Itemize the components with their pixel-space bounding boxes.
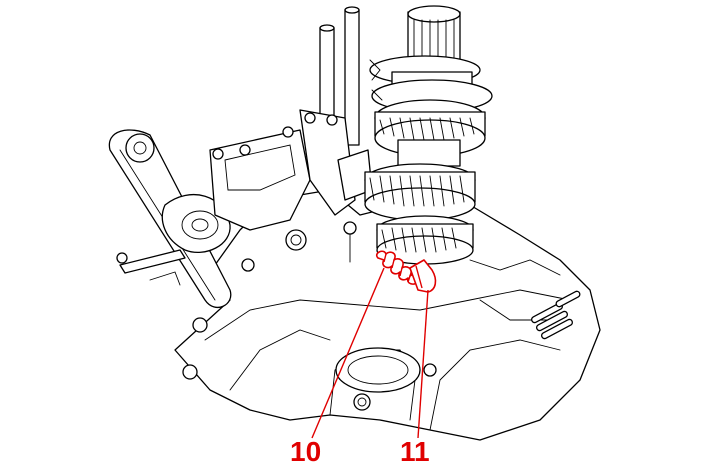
selector-lever	[108, 129, 232, 333]
gear-cluster	[364, 5, 493, 265]
selector-housing	[209, 126, 357, 272]
leader-line-10	[311, 267, 385, 439]
callout-label-10: 10	[290, 436, 322, 467]
leader-line-11	[417, 289, 429, 439]
callout-label-11: 11	[400, 436, 430, 467]
bearing-boss	[182, 347, 437, 411]
transmission-housing	[174, 189, 601, 441]
vent-slots	[530, 290, 581, 340]
selector-rods	[299, 6, 373, 216]
